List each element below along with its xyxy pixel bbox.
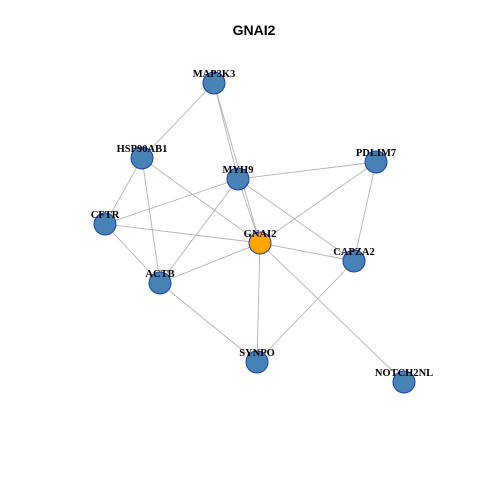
edge-hsp90ab1-gnai2 — [141, 157, 261, 244]
edge-map3k3-hsp90ab1 — [141, 82, 215, 159]
edge-myh9-pdlim7 — [237, 161, 377, 180]
edge-map3k3-gnai2 — [213, 82, 261, 244]
edge-map3k3-myh9 — [213, 82, 239, 180]
edge-gnai2-actb — [159, 242, 261, 284]
node-circle-pdlim7 — [364, 150, 388, 174]
edge-hsp90ab1-cftr — [104, 157, 143, 225]
node-pdlim7: PDLIM7 — [356, 148, 396, 174]
edge-gnai2-capza2 — [259, 242, 355, 262]
edge-myh9-cftr — [104, 178, 239, 225]
node-label-gnai2: GNAI2 — [244, 229, 277, 240]
edge-capza2-synpo — [256, 260, 355, 363]
node-label-hsp90ab1: HSP90AB1 — [117, 144, 168, 155]
node-label-myh9: MYH9 — [223, 165, 254, 176]
node-circle-capza2 — [342, 249, 366, 273]
node-notch2nl: NOTCH2NL — [375, 368, 433, 394]
edge-pdlim7-capza2 — [353, 161, 377, 262]
edge-pdlim7-gnai2 — [259, 161, 377, 244]
graph-title: GNAI2 — [233, 22, 276, 38]
node-capza2: CAPZA2 — [333, 247, 375, 273]
edges-layer — [104, 82, 405, 383]
node-circle-notch2nl — [392, 370, 416, 394]
node-circle-synpo — [245, 350, 269, 374]
edge-myh9-capza2 — [237, 178, 355, 262]
node-gnai2: GNAI2 — [244, 229, 277, 255]
node-circle-myh9 — [226, 167, 250, 191]
node-circle-cftr — [93, 212, 117, 236]
node-synpo: SYNPO — [239, 348, 275, 374]
node-label-actb: ACTB — [145, 269, 174, 280]
node-label-synpo: SYNPO — [239, 348, 275, 359]
node-hsp90ab1: HSP90AB1 — [117, 144, 168, 170]
node-label-cftr: CFTR — [91, 210, 120, 221]
node-actb: ACTB — [145, 269, 175, 295]
node-circle-map3k3 — [202, 71, 226, 95]
edge-hsp90ab1-actb — [141, 157, 161, 284]
node-label-map3k3: MAP3K3 — [193, 69, 236, 80]
node-circle-actb — [148, 271, 172, 295]
node-myh9: MYH9 — [223, 165, 254, 191]
node-label-pdlim7: PDLIM7 — [356, 148, 396, 159]
node-circle-hsp90ab1 — [130, 146, 154, 170]
edge-myh9-actb — [159, 178, 239, 284]
edge-actb-synpo — [159, 282, 258, 363]
node-label-capza2: CAPZA2 — [333, 247, 374, 258]
edge-cftr-gnai2 — [104, 223, 261, 244]
edge-gnai2-synpo — [256, 242, 261, 363]
edge-gnai2-notch2nl — [259, 242, 405, 383]
node-cftr: CFTR — [91, 210, 120, 236]
node-label-notch2nl: NOTCH2NL — [375, 368, 433, 379]
node-circle-gnai2 — [248, 231, 272, 255]
node-map3k3: MAP3K3 — [193, 69, 236, 95]
edge-cftr-actb — [104, 223, 161, 284]
